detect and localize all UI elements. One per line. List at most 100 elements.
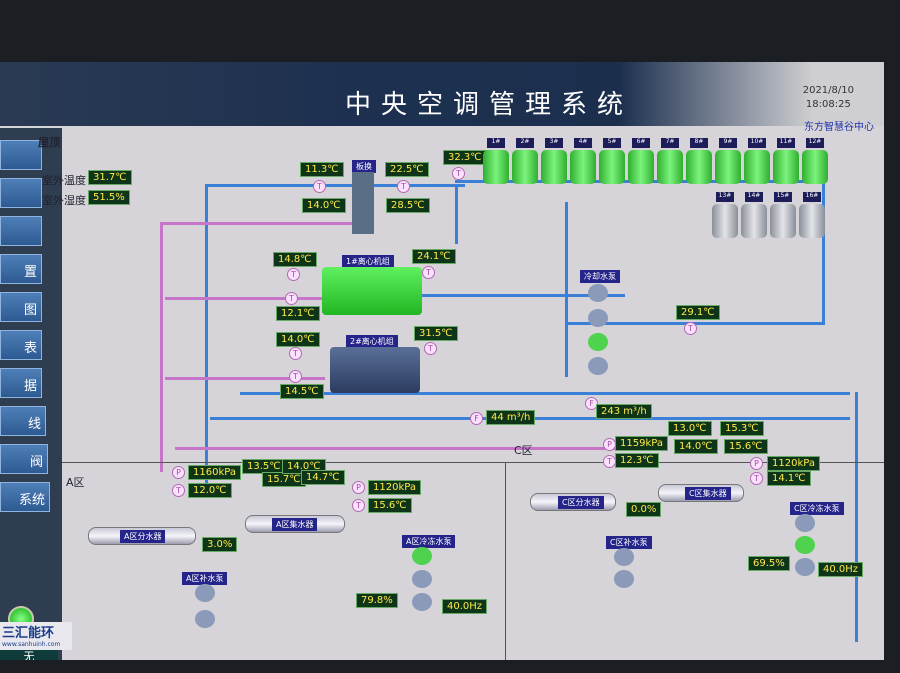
pipe bbox=[822, 180, 825, 322]
zone-c-valve-opening: 69.5% bbox=[748, 556, 790, 571]
cooling-tower-standby[interactable] bbox=[770, 204, 796, 238]
zone-c-chw-pump-1[interactable] bbox=[795, 514, 815, 532]
cooling-tower[interactable] bbox=[802, 150, 828, 184]
cooling-tower[interactable] bbox=[657, 150, 683, 184]
nav-button-8[interactable]: 线 bbox=[0, 406, 46, 436]
cooling-tower[interactable] bbox=[570, 150, 596, 184]
nav-button-1[interactable] bbox=[0, 140, 42, 170]
time: 18:08:25 bbox=[805, 99, 851, 110]
tower-label: 13# bbox=[716, 192, 734, 202]
zone-c-makeup-pump-1[interactable] bbox=[614, 548, 634, 566]
cooling-pumps-label: 冷却水泵 bbox=[580, 270, 620, 283]
cooling-tower[interactable] bbox=[512, 150, 538, 184]
zone-c-branch-temp-1: 13.0℃ bbox=[668, 421, 712, 436]
pressure-sensor-icon: P bbox=[352, 481, 365, 494]
zone-a-supply-temp: 12.0℃ bbox=[188, 483, 232, 498]
zone-a-makeup-pumps-label: A区补水泵 bbox=[182, 572, 228, 585]
zone-a-makeup-pump-1[interactable] bbox=[195, 584, 215, 602]
cooling-pump-4[interactable] bbox=[588, 357, 608, 375]
zone-a-collector-label: A区集水器 bbox=[272, 518, 318, 531]
tower-label: 15# bbox=[774, 192, 792, 202]
tower-label: 6# bbox=[632, 138, 650, 148]
zone-c-return-pressure: 1120kPa bbox=[767, 456, 820, 471]
zone-a-branch-temp-2: 15.7℃ bbox=[262, 472, 306, 487]
pipe bbox=[405, 294, 625, 297]
temp-sensor-icon: T bbox=[422, 266, 435, 279]
zone-a-return-pressure: 1120kPa bbox=[368, 480, 421, 495]
zone-a-chw-pump-3[interactable] bbox=[412, 593, 432, 611]
zone-c-collector-label: C区集水器 bbox=[685, 487, 731, 500]
pipe-chw bbox=[175, 447, 615, 450]
cooling-tower-standby[interactable] bbox=[741, 204, 767, 238]
chiller-1[interactable] bbox=[322, 267, 422, 315]
logo-url: www.sanhuinh.com bbox=[2, 641, 61, 648]
zone-a-return-temp: 15.6℃ bbox=[368, 498, 412, 513]
hx-temp-4: 28.5℃ bbox=[386, 198, 430, 213]
cooling-tower[interactable] bbox=[628, 150, 654, 184]
zone-c-pump-freq: 40.0Hz bbox=[818, 562, 864, 577]
nav-button-5[interactable]: 图 bbox=[0, 292, 42, 322]
nav-button-10[interactable]: 系统 bbox=[0, 482, 50, 512]
nav-button-9[interactable]: 阀 bbox=[0, 444, 48, 474]
cooling-tower[interactable] bbox=[541, 150, 567, 184]
cooling-tower[interactable] bbox=[715, 150, 741, 184]
cooling-tower[interactable] bbox=[744, 150, 770, 184]
zone-c-supply-temp: 12.3℃ bbox=[615, 453, 659, 468]
cooling-tower[interactable] bbox=[773, 150, 799, 184]
temp-sensor-icon: T bbox=[352, 499, 365, 512]
zone-a-splitter-label: A区分水器 bbox=[120, 530, 166, 543]
temp-sensor-icon: T bbox=[289, 347, 302, 360]
nav-button-7[interactable]: 据 bbox=[0, 368, 42, 398]
tower-label: 2# bbox=[516, 138, 534, 148]
cooling-pump-1[interactable] bbox=[588, 284, 608, 302]
zone-a-chw-pump-2[interactable] bbox=[412, 570, 432, 588]
zone-c-branch-temp-3: 15.3℃ bbox=[720, 421, 764, 436]
section-roof: 屋顶 bbox=[38, 136, 60, 149]
tower-label: 8# bbox=[690, 138, 708, 148]
nav-button-4[interactable]: 置 bbox=[0, 254, 42, 284]
page-title: 中央空调管理系统 bbox=[345, 90, 634, 120]
temp-sensor-icon: T bbox=[452, 167, 465, 180]
cooling-tower[interactable] bbox=[686, 150, 712, 184]
zone-c-label: C区 bbox=[514, 444, 533, 457]
cooling-tower-standby[interactable] bbox=[712, 204, 738, 238]
zone-a-chw-pumps-label: A区冷冻水泵 bbox=[402, 535, 456, 548]
outdoor-temp: 31.7℃ bbox=[88, 170, 132, 185]
zone-a-makeup-pump-2[interactable] bbox=[195, 610, 215, 628]
outdoor-temp-label: 室外温度 bbox=[42, 174, 86, 187]
zone-a-bypass-valve: 3.0% bbox=[202, 537, 238, 552]
zone-c-chw-pump-3[interactable] bbox=[795, 558, 815, 576]
pipe bbox=[565, 202, 568, 377]
pressure-sensor-icon: P bbox=[750, 457, 763, 470]
nav-button-6[interactable]: 表 bbox=[0, 330, 42, 360]
nav-button-3[interactable] bbox=[0, 216, 42, 246]
org-name: 东方智慧谷中心 bbox=[804, 122, 874, 133]
chiller-2[interactable] bbox=[330, 347, 420, 393]
zone-a-branch-temp-4: 14.7℃ bbox=[301, 470, 345, 485]
flow-2: 243 m³/h bbox=[596, 404, 652, 419]
zone-divider bbox=[62, 462, 884, 463]
temp-sensor-icon: T bbox=[172, 484, 185, 497]
outdoor-hum: 51.5% bbox=[88, 190, 130, 205]
tower-label: 11# bbox=[777, 138, 795, 148]
pipe-chw bbox=[160, 222, 163, 472]
zone-a-valve-opening: 79.8% bbox=[356, 593, 398, 608]
zone-c-chw-pump-2[interactable] bbox=[795, 536, 815, 554]
cooling-pump-2[interactable] bbox=[588, 309, 608, 327]
cooling-tower[interactable] bbox=[599, 150, 625, 184]
cooling-tower-standby[interactable] bbox=[799, 204, 825, 238]
tower-temp: 32.3℃ bbox=[443, 150, 487, 165]
zone-a-label: A区 bbox=[66, 476, 85, 489]
zone-c-makeup-pump-2[interactable] bbox=[614, 570, 634, 588]
flow-1: 44 m³/h bbox=[486, 410, 536, 425]
tower-label: 14# bbox=[745, 192, 763, 202]
zone-a-chw-pump-1[interactable] bbox=[412, 547, 432, 565]
nav-button-2[interactable] bbox=[0, 178, 42, 208]
chiller1-cond-temp: 24.1℃ bbox=[412, 249, 456, 264]
pipe bbox=[205, 184, 208, 484]
cooling-tower[interactable] bbox=[483, 150, 509, 184]
cooling-pump-3[interactable] bbox=[588, 333, 608, 351]
